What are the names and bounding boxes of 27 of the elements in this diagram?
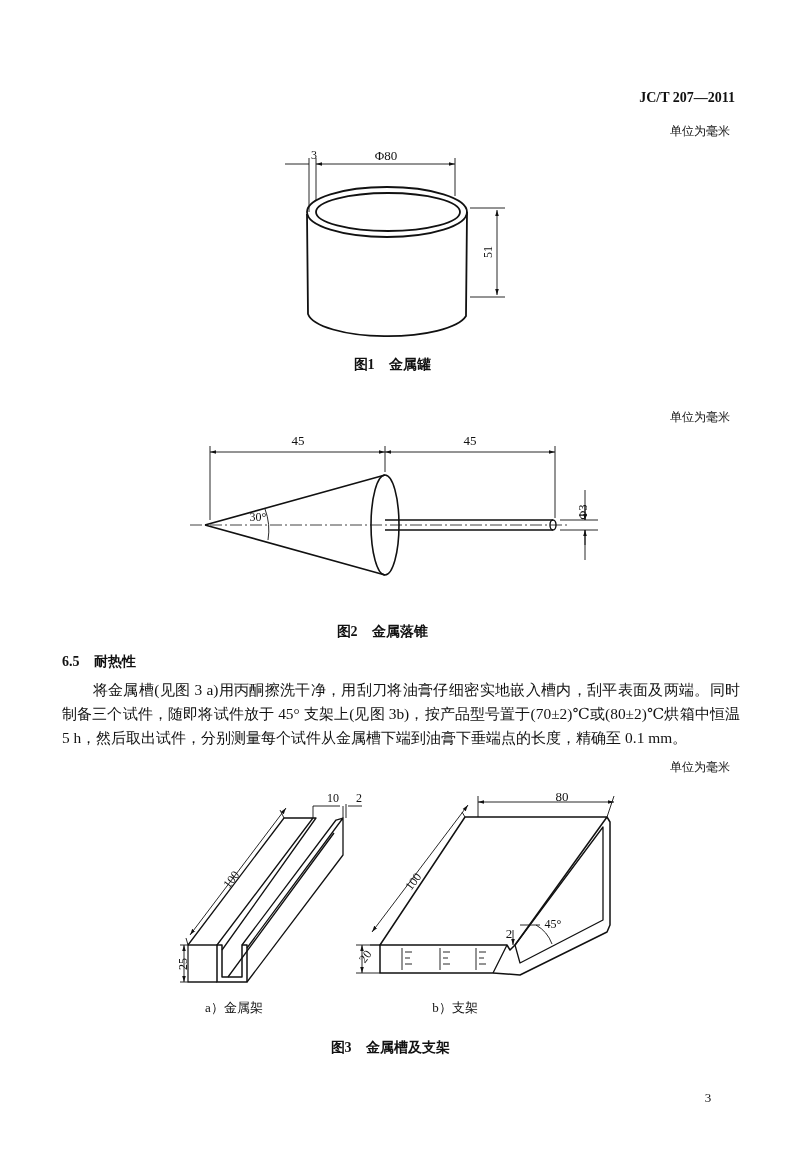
dimension-label: 2 [505, 926, 513, 942]
dimension-label: 100 [221, 868, 243, 892]
standard-code: JC/T 207—2011 [639, 89, 735, 106]
unit-note: 单位为毫米 [670, 124, 730, 139]
dimension-label: 45 [463, 433, 477, 449]
figure-caption: 图1 金属罐 [353, 356, 431, 374]
dimension-label: 80 [555, 789, 569, 805]
figure-caption: 图2 金属落锥 [336, 623, 428, 641]
dimension-label: 10 [327, 792, 339, 806]
page-number: 3 [704, 1090, 712, 1106]
dimension-label: 3 [311, 149, 317, 163]
dimension-label: 2 [356, 792, 362, 806]
dimension-label: 100 [403, 870, 425, 894]
subfigure-caption: b）支架 [432, 1000, 478, 1016]
body-paragraph: 将金属槽(见图 3 a)用丙酮擦洗干净，用刮刀将油膏仔细密实地嵌入槽内，刮平表面及两端。同时制备三个试件，随即将试件放于 45° 支架上(见图 3b)，按产品型号置于(70±2)℃或(80±2)℃烘箱中恒温 5 h，然后取出试件，分别测量每个试件从金属槽下端到油膏下垂端点的长度，精确至 0.1 mm。 [62, 680, 740, 748]
dimension-label: 51 [482, 246, 496, 258]
dimension-label: Φ80 [374, 148, 398, 164]
angle-label: 45° [544, 918, 562, 932]
unit-note: 单位为毫米 [670, 410, 730, 425]
dimension-label: 25 [177, 958, 191, 970]
figure-caption: 图3 金属槽及支架 [330, 1039, 450, 1057]
subfigure-caption: a）金属架 [205, 1000, 263, 1016]
angle-label: 30° [249, 511, 267, 525]
dimension-label: 20 [356, 948, 376, 966]
unit-note: 单位为毫米 [670, 760, 730, 775]
dimension-label: 45 [291, 433, 305, 449]
section-heading: 6.5 耐热性 [62, 653, 136, 670]
